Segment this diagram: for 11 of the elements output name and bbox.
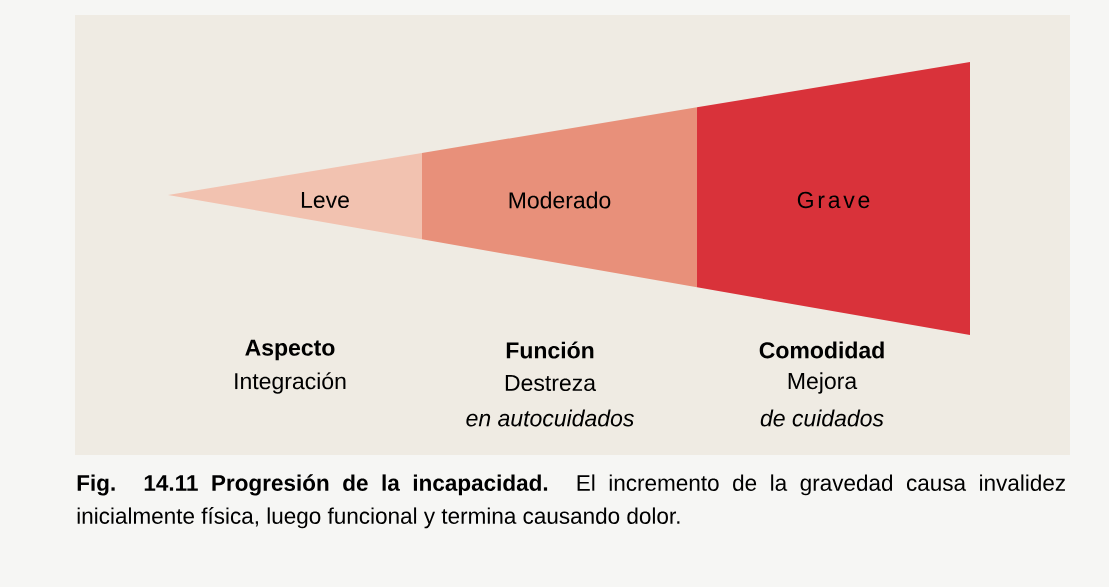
category-text: Integración — [235, 372, 346, 394]
category-text: de cuidados — [760, 409, 884, 427]
severity-band: Grave — [697, 62, 970, 335]
category-text: Mejora — [788, 372, 858, 394]
category-text: en autocuidados — [466, 409, 634, 427]
category-text: Destreza — [505, 374, 596, 391]
caption: Fig. 14.11 Progresión de la incapacidad. El incremento de la gravedad causa invalidez inicialmente física, luego funcional y termina causando dolor. — [77, 474, 1065, 529]
category-heading: Aspecto — [245, 339, 335, 361]
category-heading: Función — [506, 341, 594, 359]
severity-band: Leve — [168, 152, 422, 240]
severity-band: Moderado — [422, 107, 697, 288]
